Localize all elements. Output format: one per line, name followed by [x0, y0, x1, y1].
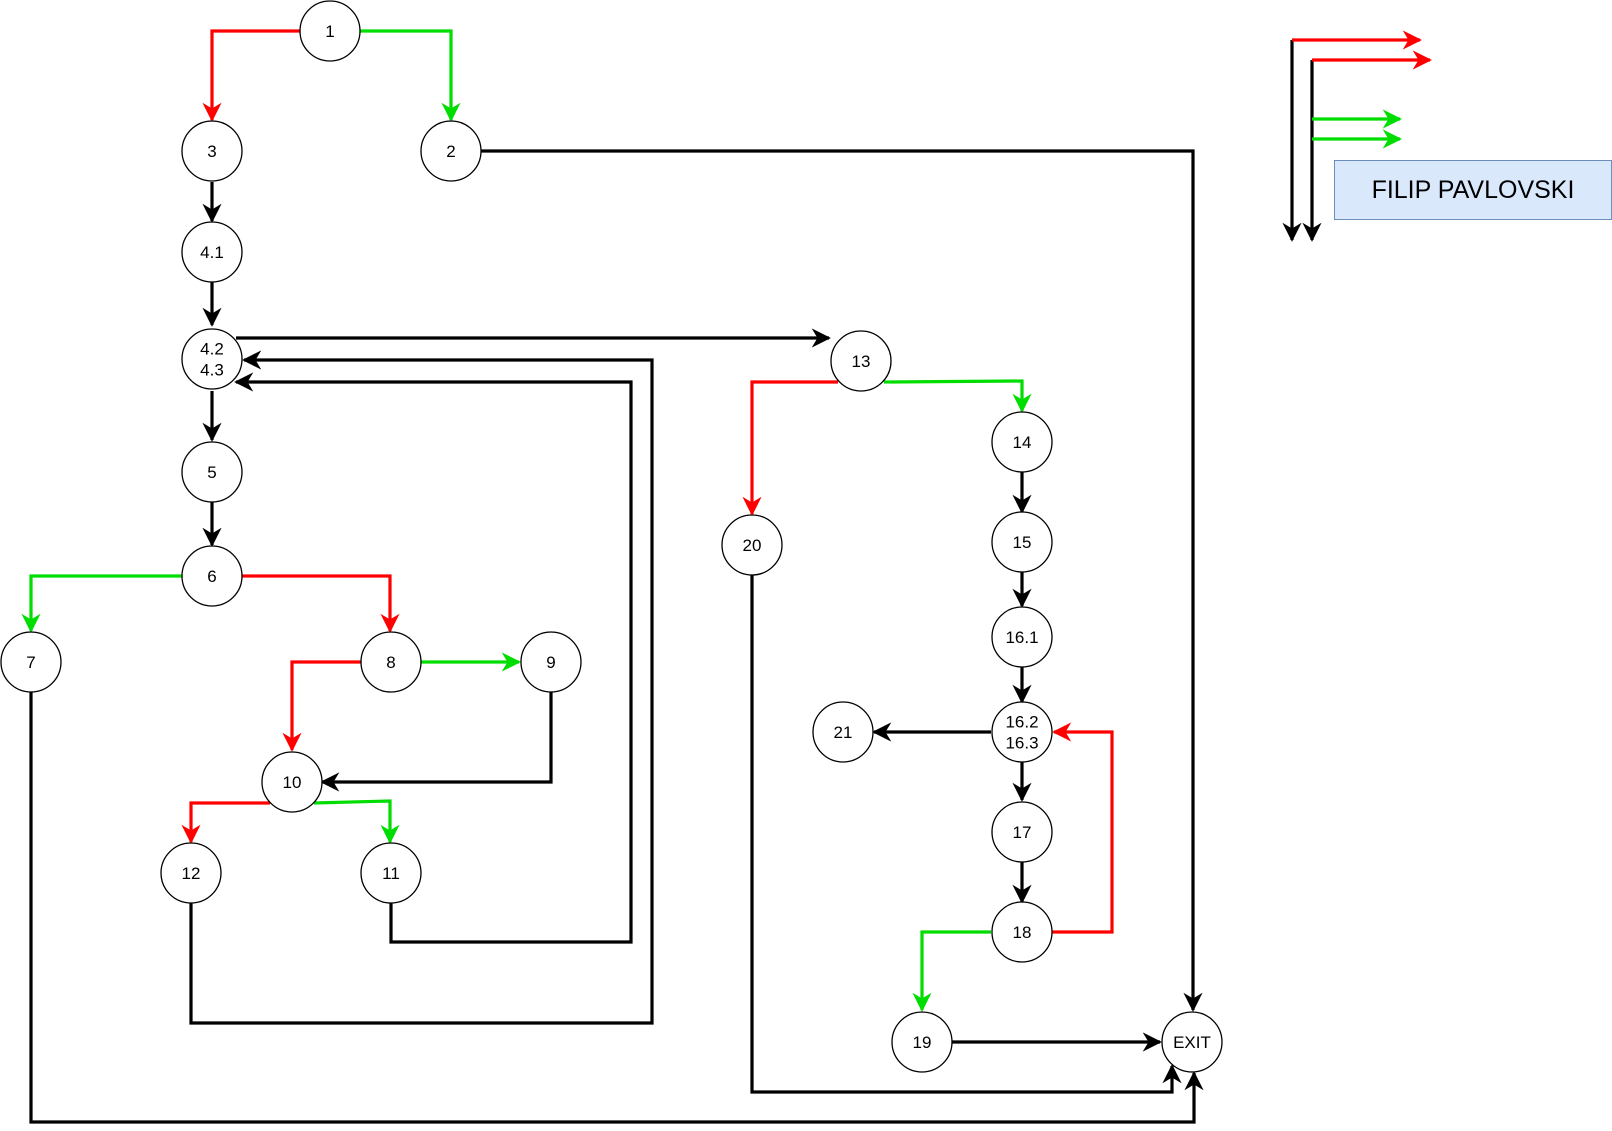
edge-1-to-2	[360, 29, 461, 122]
node-21: 21	[812, 701, 874, 763]
edge-7-to-exit	[29, 692, 1204, 1124]
node-label: 17	[1013, 823, 1032, 842]
node-label: 16.3	[1005, 734, 1038, 753]
node-label: 16.2	[1005, 713, 1038, 732]
node-9: 9	[520, 631, 582, 693]
node-8: 8	[360, 631, 422, 693]
node-3: 3	[181, 120, 243, 182]
node-label: 12	[182, 864, 201, 883]
edge-9-to-10	[320, 692, 553, 792]
node-label: 4.1	[200, 243, 224, 262]
node-label: 5	[207, 463, 216, 482]
node-label: 3	[207, 142, 216, 161]
node-14: 14	[991, 411, 1053, 473]
node-16-1: 16.1	[991, 606, 1053, 668]
nodes: 1 3 2 4.1 4.24.3 5 6 7 8 9 10 12 11 13 1…	[0, 0, 1223, 1073]
node-7: 7	[0, 631, 62, 693]
node-10: 10	[261, 751, 323, 813]
node-label: 9	[546, 653, 555, 672]
node-label: 15	[1013, 533, 1032, 552]
node-17: 17	[991, 801, 1053, 863]
node-label: 4.2	[200, 340, 224, 359]
node-4-1: 4.1	[181, 221, 243, 283]
node-label: 18	[1013, 923, 1032, 942]
node-2: 2	[420, 120, 482, 182]
node-label: 6	[207, 567, 216, 586]
node-1: 1	[299, 0, 361, 62]
edge-6-to-7	[21, 574, 182, 633]
node-5: 5	[181, 441, 243, 503]
node-20: 20	[721, 514, 783, 576]
edge-13-to-14	[883, 379, 1032, 413]
node-16-2-16-3: 16.2 16.3	[991, 701, 1053, 763]
node-exit: EXIT	[1161, 1011, 1223, 1073]
edge-1-to-3	[202, 29, 300, 122]
node-12: 12	[160, 842, 222, 904]
node-label: 20	[743, 536, 762, 555]
node-11: 11	[360, 842, 422, 904]
node-label: 10	[283, 773, 302, 792]
node-label: 13	[852, 352, 871, 371]
node-13: 13	[830, 330, 892, 392]
edge-2-to-exit	[481, 149, 1203, 1012]
edge-18-to-19	[912, 930, 991, 1012]
edge-10-to-11	[313, 799, 400, 844]
edge-18-to-16-2-16-3	[1052, 722, 1114, 934]
edge-20-to-exit	[750, 575, 1182, 1094]
node-label: 2	[446, 142, 455, 161]
node-15: 15	[991, 511, 1053, 573]
node-label: 1	[325, 22, 334, 41]
edge-11-to-4-2-4-3	[234, 372, 633, 944]
node-6: 6	[181, 545, 243, 607]
edges	[21, 29, 1204, 1124]
node-label: 19	[913, 1033, 932, 1052]
node-label: EXIT	[1173, 1033, 1211, 1052]
edge-10-to-12	[181, 801, 270, 844]
edge-6-to-8	[242, 574, 400, 633]
node-4-2-4-3: 4.24.3	[181, 328, 243, 390]
node-label: 11	[382, 864, 400, 883]
author-name-box: FILIP PAVLOVSKI	[1334, 160, 1612, 220]
edge-13-to-20	[742, 380, 838, 516]
node-label: 14	[1013, 433, 1032, 452]
node-label: 16.1	[1005, 628, 1038, 647]
node-label: 4.3	[200, 361, 224, 380]
node-label: 8	[386, 653, 395, 672]
node-label: 21	[834, 723, 853, 742]
node-19: 19	[891, 1011, 953, 1073]
edge-12-to-4-2-4-3	[189, 350, 654, 1025]
edge-8-to-10	[282, 660, 361, 752]
node-label: 7	[26, 653, 35, 672]
legend	[1282, 30, 1432, 242]
node-18: 18	[991, 901, 1053, 963]
